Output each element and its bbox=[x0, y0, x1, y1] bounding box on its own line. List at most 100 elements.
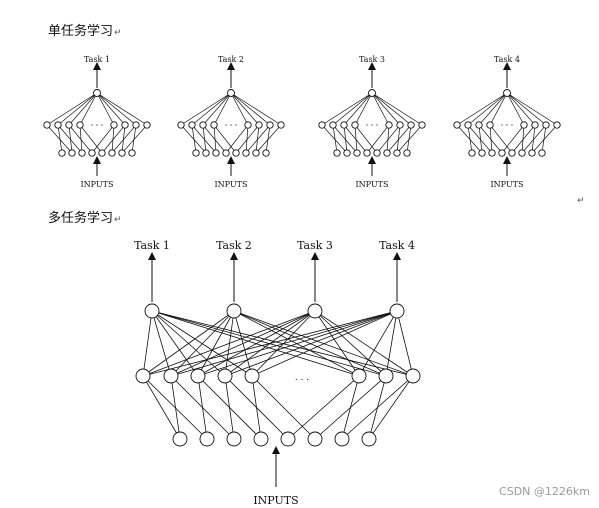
hidden-node bbox=[329, 121, 337, 129]
hidden-input-edge bbox=[467, 124, 473, 154]
hidden-input-edge bbox=[489, 124, 493, 154]
ellipsis-dot bbox=[91, 124, 93, 126]
input-node bbox=[468, 149, 476, 157]
output-hidden-edge bbox=[96, 92, 115, 126]
hidden-node bbox=[65, 121, 73, 129]
hidden-node bbox=[217, 368, 233, 384]
ellipsis-dot bbox=[101, 124, 103, 126]
hidden-input-edge bbox=[456, 124, 483, 154]
ellipsis-dot bbox=[506, 124, 508, 126]
hidden-input-edge bbox=[332, 124, 338, 154]
input-node bbox=[242, 149, 250, 157]
hidden-input-edge bbox=[142, 375, 181, 440]
ellipsis-dot bbox=[501, 124, 503, 126]
inputs-label: INPUTS bbox=[81, 180, 114, 189]
input-node bbox=[78, 149, 86, 157]
output-hidden-edge bbox=[506, 92, 536, 126]
hidden-input-edge bbox=[202, 124, 207, 154]
paragraph-mark-icon: ↵ bbox=[114, 215, 122, 225]
hidden-input-edge bbox=[251, 375, 316, 440]
input-node bbox=[353, 149, 361, 157]
output-hidden-edge bbox=[371, 92, 390, 126]
ellipsis-dot bbox=[96, 124, 98, 126]
output-hidden-edge bbox=[371, 92, 412, 126]
hidden-input-edge bbox=[202, 124, 227, 154]
input-node bbox=[518, 149, 526, 157]
hidden-node bbox=[244, 121, 252, 129]
hidden-input-edge bbox=[314, 375, 387, 440]
hidden-input-edge bbox=[170, 375, 181, 440]
output-hidden-edge bbox=[96, 92, 148, 126]
input-node bbox=[280, 431, 296, 447]
output-hidden-edge bbox=[314, 310, 387, 377]
hidden-node bbox=[266, 121, 274, 129]
hidden-input-edge bbox=[142, 375, 208, 440]
input-node bbox=[192, 149, 200, 157]
task-label: Task 4 bbox=[379, 239, 415, 252]
output-hidden-edge bbox=[230, 92, 282, 126]
hidden-node bbox=[54, 121, 62, 129]
hidden-input-edge bbox=[386, 124, 412, 154]
hidden-node bbox=[378, 368, 394, 384]
input-node bbox=[528, 149, 536, 157]
ellipsis-dot bbox=[225, 124, 227, 126]
ellipsis-dot bbox=[235, 124, 237, 126]
hidden-node bbox=[385, 121, 393, 129]
output-hidden-edge bbox=[467, 92, 508, 126]
output-hidden-edge bbox=[170, 310, 316, 377]
input-node bbox=[58, 149, 66, 157]
output-hidden-edge bbox=[396, 310, 414, 377]
hidden-node bbox=[255, 121, 263, 129]
hidden-input-edge bbox=[235, 124, 260, 154]
hidden-input-edge bbox=[251, 375, 262, 440]
output-hidden-edge bbox=[358, 310, 398, 377]
input-node bbox=[373, 149, 381, 157]
hidden-input-edge bbox=[180, 124, 207, 154]
hidden-input-edge bbox=[478, 124, 503, 154]
hidden-input-edge bbox=[111, 124, 137, 154]
output-hidden-edge bbox=[314, 310, 414, 377]
input-node bbox=[403, 149, 411, 157]
output-node bbox=[227, 89, 235, 97]
hidden-node bbox=[520, 121, 528, 129]
output-hidden-edge bbox=[224, 310, 398, 377]
output-hidden-edge bbox=[230, 92, 271, 126]
hidden-node bbox=[418, 121, 426, 129]
hidden-node bbox=[351, 121, 359, 129]
hidden-input-edge bbox=[531, 124, 536, 154]
task-label: Task 4 bbox=[494, 55, 520, 64]
hidden-node bbox=[143, 121, 151, 129]
input-node bbox=[343, 149, 351, 157]
hidden-input-edge bbox=[68, 124, 73, 154]
hidden-input-edge bbox=[79, 124, 103, 154]
input-node bbox=[333, 149, 341, 157]
hidden-input-edge bbox=[321, 124, 348, 154]
output-hidden-edge bbox=[478, 92, 508, 126]
hidden-node bbox=[531, 121, 539, 129]
output-hidden-edge bbox=[332, 92, 373, 126]
hidden-input-edge bbox=[366, 124, 390, 154]
output-hidden-edge bbox=[142, 310, 316, 377]
hidden-node bbox=[553, 121, 561, 129]
inputs-label: INPUTS bbox=[356, 180, 389, 189]
output-hidden-edge bbox=[96, 92, 126, 126]
hidden-input-edge bbox=[467, 124, 493, 154]
hidden-input-edge bbox=[101, 124, 126, 154]
ellipsis-dot bbox=[371, 124, 373, 126]
watermark: CSDN @1226km bbox=[499, 485, 590, 498]
hidden-input-edge bbox=[354, 124, 358, 154]
ellipsis-dot bbox=[511, 124, 513, 126]
output-hidden-edge bbox=[170, 310, 235, 377]
hidden-node bbox=[405, 368, 421, 384]
input-node bbox=[307, 431, 323, 447]
single-task-heading: 单任务学习↵ bbox=[48, 20, 122, 39]
hidden-input-edge bbox=[396, 124, 423, 154]
output-hidden-edge bbox=[151, 310, 199, 377]
hidden-node bbox=[340, 121, 348, 129]
task-label: Task 1 bbox=[134, 239, 170, 252]
output-hidden-edge bbox=[180, 92, 232, 126]
hidden-input-edge bbox=[386, 124, 390, 154]
hidden-input-edge bbox=[521, 124, 525, 154]
